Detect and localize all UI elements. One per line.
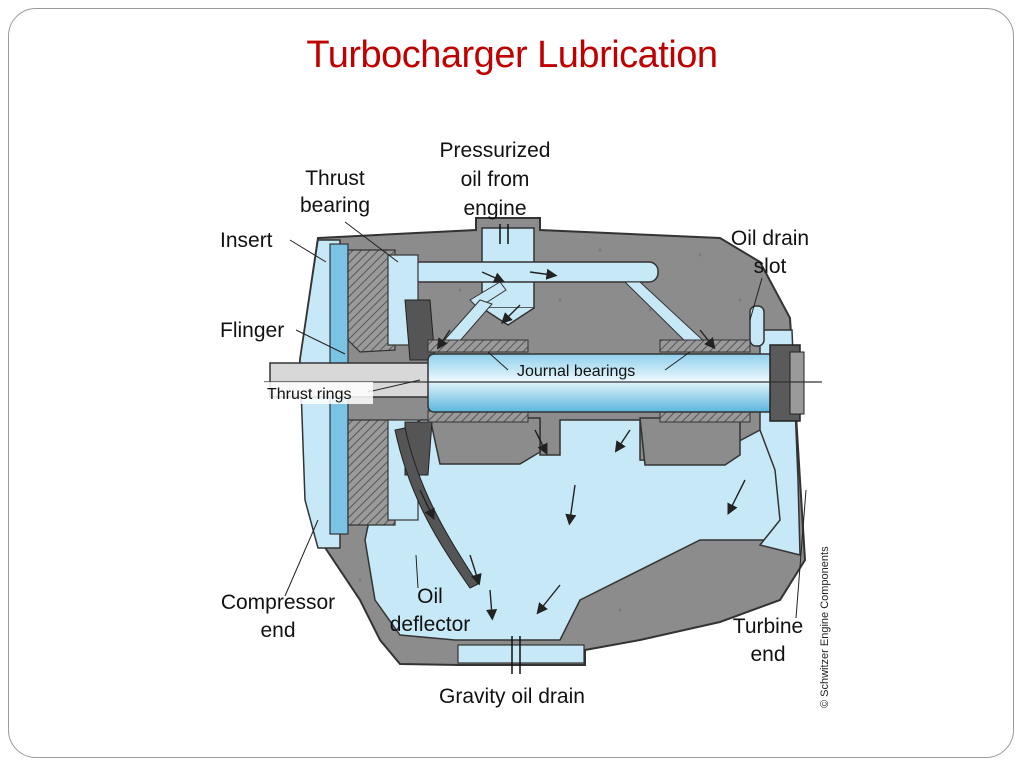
label-journal-bearings: Journal bearings xyxy=(517,363,635,380)
label-oil-deflector-1: Oil xyxy=(417,585,443,608)
journal-bearings xyxy=(427,339,751,423)
slide-title: Turbocharger Lubrication xyxy=(306,34,718,76)
image-credit: © Schwitzer Engine Components xyxy=(819,546,831,708)
gravity-drain xyxy=(457,644,585,664)
label-thrust-bearing-1: Thrust xyxy=(305,167,365,190)
label-pressurized-oil-2: oil from xyxy=(461,168,530,191)
label-insert: Insert xyxy=(220,229,273,252)
slide-frame xyxy=(8,8,1014,758)
insert xyxy=(347,249,396,353)
label-turbine-end-1: Turbine xyxy=(733,615,803,638)
label-thrust-bearing-2: bearing xyxy=(300,194,370,217)
flow-arrows xyxy=(419,268,746,621)
label-thrust-rings: Thrust rings xyxy=(267,386,351,403)
oil-gallery xyxy=(399,261,659,283)
leader-lines xyxy=(284,221,807,619)
label-pressurized-oil-3: engine xyxy=(463,197,526,220)
lower-block-right xyxy=(639,417,741,466)
label-oil-drain-slot-2: slot xyxy=(754,255,787,278)
oil-drain-slot xyxy=(749,305,765,347)
label-compressor-end-1: Compressor xyxy=(221,591,335,614)
label-flinger: Flinger xyxy=(220,319,284,342)
label-oil-drain-slot-1: Oil drain xyxy=(731,227,809,250)
lower-block-left xyxy=(429,417,541,465)
label-turbine-end-2: end xyxy=(750,643,785,666)
label-gravity-oil-drain: Gravity oil drain xyxy=(439,685,585,708)
label-pressurized-oil-1: Pressurized xyxy=(440,139,551,162)
label-oil-deflector-2: deflector xyxy=(390,613,471,636)
label-compressor-end-2: end xyxy=(260,619,295,642)
